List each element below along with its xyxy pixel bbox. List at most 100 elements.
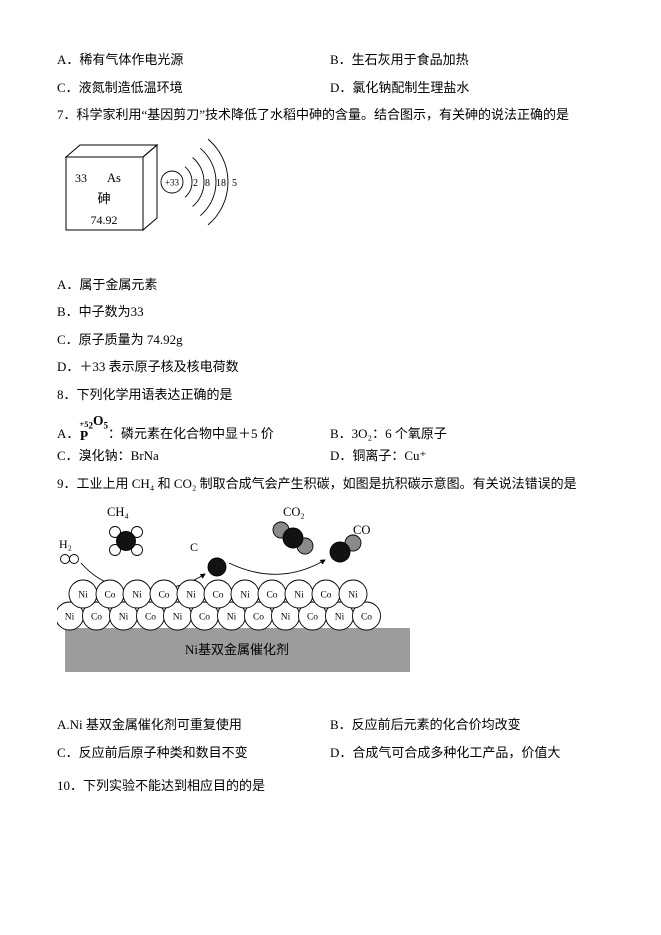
q9-options: A.Ni 基双金属催化剂可重复使用 B．反应前后元素的化合价均改变 C．反应前后… bbox=[57, 711, 625, 766]
shell-count-2: 8 bbox=[205, 178, 210, 189]
q7-option-d: D．＋33 表示原子核及核电荷数 bbox=[57, 359, 239, 374]
q6-option-a: A．稀有气体作电光源 bbox=[57, 52, 184, 67]
catalyst-atom-label: Ni bbox=[294, 591, 304, 601]
subscript-2: 2 bbox=[88, 420, 93, 431]
q8-option-a-label: A． bbox=[57, 426, 80, 441]
atom-structure: +33 2 8 18 5 bbox=[160, 138, 237, 225]
nucleus-charge: +33 bbox=[165, 177, 180, 187]
nucleus-circle bbox=[160, 170, 184, 193]
subscript-5: 5 bbox=[103, 420, 109, 431]
carbon-deposit-atom bbox=[207, 557, 227, 577]
catalyst-atom-label: Ni bbox=[227, 613, 237, 623]
h-atom bbox=[131, 526, 143, 538]
co2-label: CO₂ bbox=[283, 505, 305, 519]
exam-page: A．稀有气体作电光源 B．生石灰用于食品加热 C．液氮制造低温环境 D．氯化钠配… bbox=[57, 46, 625, 793]
shell-count-4: 5 bbox=[232, 178, 237, 189]
shell-arc-4 bbox=[207, 138, 229, 225]
q9-stem: 9．工业上用 CH₄ 和 CO₂ 制取合成气会产生积碳，如图是抗积碳示意图。有关… bbox=[57, 475, 577, 491]
catalyst-atom-label: Co bbox=[158, 591, 169, 601]
co2-molecule bbox=[272, 521, 314, 555]
ch4-label: CH₄ bbox=[107, 505, 129, 519]
c-atom bbox=[116, 531, 136, 551]
catalyst-atom-label: Ni bbox=[348, 591, 358, 601]
catalyst-atom-label: Co bbox=[145, 613, 156, 623]
q8-option-a-text: ：磷元素在化合物中显＋5 价 bbox=[108, 426, 274, 441]
cube-top-face bbox=[64, 144, 159, 157]
catalyst-atom-label: Ni bbox=[119, 613, 129, 623]
catalyst-atom-label: Ni bbox=[335, 613, 345, 623]
h2-label: H₂ bbox=[59, 537, 72, 551]
q6-option-d: D．氯化钠配制生理盐水 bbox=[330, 79, 470, 95]
catalyst-atom-label: Co bbox=[253, 613, 264, 623]
c-label: C bbox=[190, 540, 198, 554]
q8-option-d: D．铜离子：Cu⁺ bbox=[330, 448, 427, 463]
anti-coking-diagram: CH₄ CO₂ H₂ C CO Ni基双金属催化 bbox=[57, 505, 410, 672]
q6-option-c: C．液氮制造低温环境 bbox=[57, 79, 183, 95]
ch4-molecule bbox=[109, 526, 143, 556]
element-cube: 33 As 砷 74.92 bbox=[64, 143, 159, 231]
q7-option-b: B．中子数为33 bbox=[57, 304, 144, 319]
q8-stem: 8．下列化学用语表达正确的是 bbox=[57, 386, 233, 402]
catalyst-atom-label: Co bbox=[361, 613, 372, 623]
shell-arc-1 bbox=[184, 165, 193, 198]
element-mass: 74.92 bbox=[91, 213, 118, 227]
h-atom bbox=[60, 554, 70, 564]
catalyst-atom-label: Ni bbox=[173, 613, 183, 623]
q9-option-b: B．反应前后元素的化合价均改变 bbox=[330, 717, 521, 732]
catalyst-block bbox=[65, 628, 410, 672]
co-label: CO bbox=[353, 523, 370, 537]
h2-molecule bbox=[60, 554, 79, 564]
q7-option-c: C．原子质量为 74.92g bbox=[57, 331, 183, 347]
catalyst-atom-label: Ni bbox=[132, 591, 142, 601]
catalyst-atom-label: Ni bbox=[186, 591, 196, 601]
q9-option-d: D．合成气可合成多种化工产品，价值大 bbox=[330, 744, 561, 760]
c-atom bbox=[329, 541, 351, 563]
h-atom bbox=[109, 544, 121, 556]
q9-option-a: A.Ni 基双金属催化剂可重复使用 bbox=[57, 717, 242, 732]
catalyst-atom-label: Co bbox=[212, 591, 223, 601]
shell-arc-2 bbox=[192, 156, 205, 207]
catalyst-atom-label: Co bbox=[320, 591, 331, 601]
shell-arc-3 bbox=[200, 147, 217, 216]
co-molecule bbox=[329, 534, 362, 563]
shell-count-3: 18 bbox=[216, 178, 226, 189]
catalyst-atom-label: Co bbox=[266, 591, 277, 601]
catalyst-atom-label: Ni bbox=[78, 591, 88, 601]
q7-stem: 7．科学家利用“基因剪刀”技术降低了水稻中砷的含量。结合图示，有关砷的说法正确的… bbox=[57, 107, 570, 122]
q7-options: A．属于金属元素 B．中子数为33 C．原子质量为 74.92g D．＋33 表… bbox=[57, 271, 625, 381]
valence-mark: +5 bbox=[79, 419, 89, 429]
q9-options-row-2: C．反应前后原子种类和数目不变 D．合成气可合成多种化工产品，价值大 bbox=[57, 739, 625, 767]
catalyst-atom-label: Ni bbox=[65, 613, 75, 623]
q9-options-row-1: A.Ni 基双金属催化剂可重复使用 B．反应前后元素的化合价均改变 bbox=[57, 711, 625, 739]
arsenic-diagram: 33 As 砷 74.92 +33 2 8 18 5 bbox=[64, 138, 237, 231]
reaction-arrow-3 bbox=[228, 559, 326, 575]
h-atom bbox=[109, 526, 121, 538]
shell-count-1: 2 bbox=[193, 178, 198, 189]
q9-option-c: C．反应前后原子种类和数目不变 bbox=[57, 744, 248, 760]
catalyst-atom bbox=[338, 579, 368, 609]
element-o: O bbox=[92, 413, 104, 428]
catalyst-block-label: Ni基双金属催化剂 bbox=[185, 642, 289, 657]
catalyst-atom-label: Co bbox=[307, 613, 318, 623]
catalyst-atom-label: Ni bbox=[240, 591, 250, 601]
q8-options-row-2: C．溴化钠：BrNa D．铜离子：Cu⁺ bbox=[57, 442, 625, 470]
q10-stem: 10．下列实验不能达到相应目的的是 bbox=[57, 778, 266, 793]
element-number: 33 bbox=[75, 171, 87, 185]
catalyst-atom-label: Ni bbox=[281, 613, 291, 623]
catalyst-atom bbox=[352, 601, 381, 631]
q6-options-row-2: C．液氮制造低温环境 D．氯化钠配制生理盐水 bbox=[57, 74, 625, 102]
cube-side-face bbox=[142, 143, 158, 231]
c-atom bbox=[282, 527, 304, 549]
catalyst-atom-label: Co bbox=[91, 613, 102, 623]
h-atom bbox=[69, 554, 79, 564]
q6-option-b: B．生石灰用于食品加热 bbox=[330, 52, 469, 67]
element-name: 砷 bbox=[97, 191, 110, 206]
q8-option-c: C．溴化钠：BrNa bbox=[57, 448, 159, 463]
element-p: P bbox=[79, 427, 89, 443]
q6-options-row-1: A．稀有气体作电光源 B．生石灰用于食品加热 bbox=[57, 46, 625, 74]
